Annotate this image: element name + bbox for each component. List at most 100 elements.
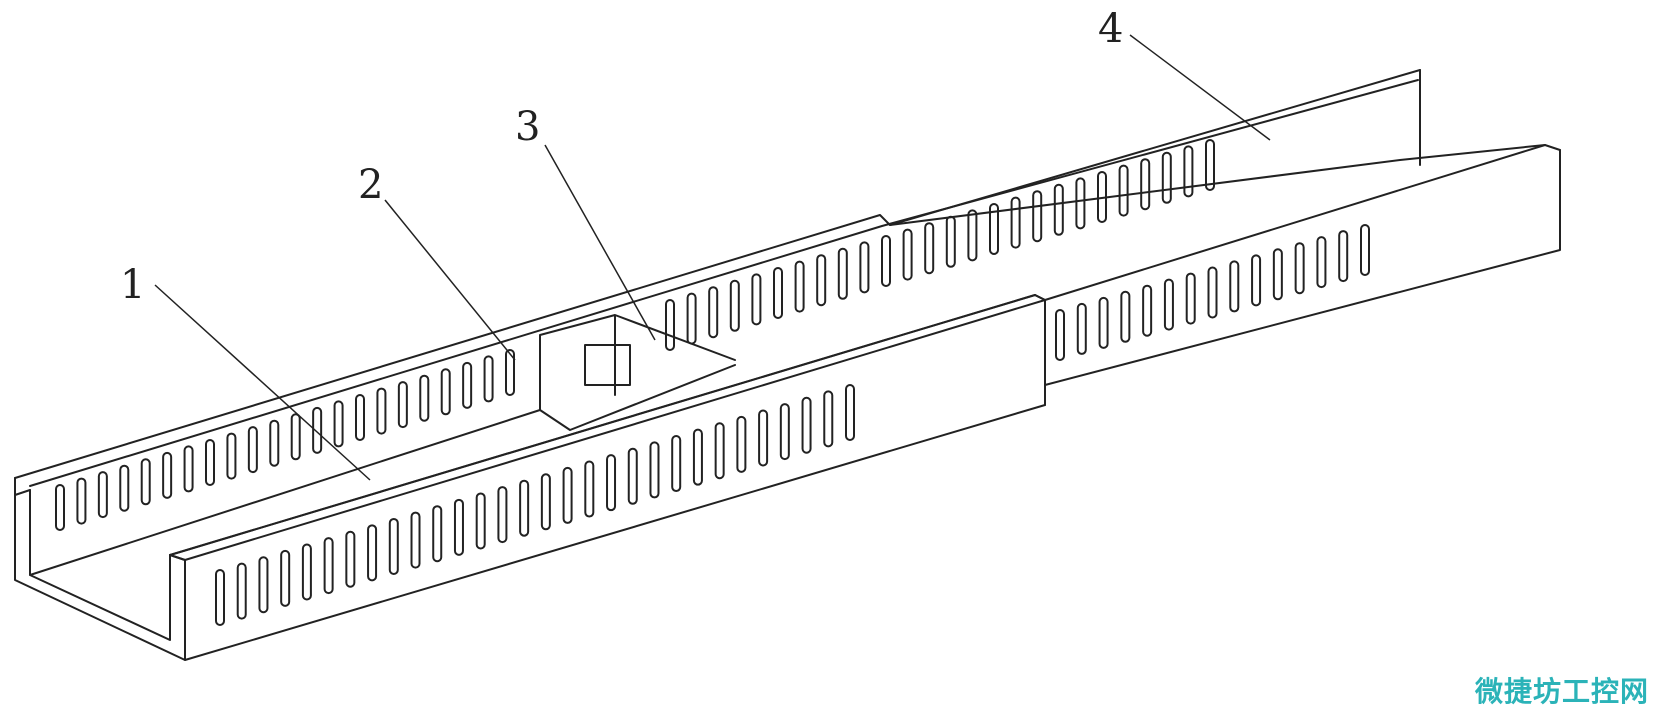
back-wall-slot [1118,164,1129,217]
front-wall-slot [410,511,421,569]
back-wall-slot [205,439,215,486]
back-wall-slot [967,209,978,262]
front-wall-slot [606,454,617,512]
front-wall-slot [714,422,725,480]
front-wall-slot [1360,224,1370,276]
watermark-logo: 微捷坊工控网 [1475,675,1650,708]
back-wall-slot [1205,139,1215,191]
back-wall-slot [333,400,344,448]
front-wall-slot [1120,290,1131,343]
front-wall-slot [280,549,291,607]
front-wall-slot [649,441,660,499]
front-wall-slot [584,460,595,518]
front-wall-slot [779,403,790,461]
back-wall-slot [419,374,430,422]
back-wall-slot [483,355,494,403]
back-wall-slot [505,349,515,396]
front-wall-slot [1207,266,1218,319]
back-wall-slot [902,228,913,281]
back-wall-slot [183,445,194,493]
front-wall-slot [497,486,508,544]
left-end-profile [14,477,186,661]
front-wall-slot [1142,284,1153,337]
coupler-frame [539,314,736,431]
callout-1: 1 [120,262,145,308]
back-wall-slot [686,292,697,345]
back-wall-slot [440,368,451,416]
back-wall-slot [397,381,408,429]
front-wall-bottom [184,404,1046,661]
front-wall-slot [453,498,464,556]
front-wall-slot [845,384,855,441]
back-wall-slot [1010,196,1021,249]
back-wall-top-edge-inner [29,79,1419,487]
front-wall-slot [519,479,530,537]
back-wall-slot [247,426,258,474]
back-wall-slot [140,458,151,506]
back-wall-slot [859,241,870,294]
back-wall-slot [773,267,783,319]
front-wall-slot [432,505,443,563]
front-wall-slot [1229,260,1240,313]
front-wall-slot [345,530,356,588]
back-wall-slot [1161,151,1172,204]
front-wall-slot [301,543,312,601]
front-wall-slot [1163,278,1174,331]
front-wall-top [169,294,1046,556]
front-wall-slot [258,556,269,614]
leader-3 [544,144,656,341]
leader-2 [384,199,516,361]
front-wall-slot [367,524,378,582]
front-wall-slot [1076,302,1087,355]
front-wall-slot [823,390,834,448]
tray4-floor-edge [889,144,1546,226]
front-wall-slot [627,447,638,505]
back-wall-slot [751,273,762,326]
front-wall-slot [671,435,682,493]
back-wall-slot [816,254,827,307]
back-wall-slot [355,394,365,441]
front-wall-slot [1316,236,1327,289]
front-wall-slot [323,537,334,595]
back-wall-slot [881,235,891,287]
coupler-block [584,344,631,386]
front-wall-slot [1185,272,1196,325]
tray4-front-bottom [1044,149,1561,386]
callout-3: 3 [515,104,540,150]
back-wall-slot [945,215,956,268]
front-wall-slot [236,562,247,620]
front-wall-slot [1098,296,1109,349]
front-wall-slot [1055,309,1065,361]
back-wall-slot [989,203,999,255]
back-wall-slot [119,464,130,512]
front-wall-slot [1338,230,1349,283]
back-wall-slot [290,413,301,461]
back-wall-slot [55,484,65,531]
back-wall-slot [794,260,805,313]
back-wall-slot [226,432,237,480]
tray4-front-top [1044,144,1561,301]
back-wall-slot [269,419,280,467]
back-wall-slot [97,471,108,519]
front-wall-slot [1294,242,1305,295]
back-wall-slot [1097,171,1107,223]
back-wall-slot [729,279,740,332]
front-wall-slot [388,517,399,575]
back-wall-slot [462,361,473,409]
front-wall-slot [801,396,812,454]
back-wall-slot [1075,177,1086,230]
front-wall-lip [169,299,1046,561]
front-wall-slot [475,492,486,550]
leader-1 [154,284,371,481]
back-wall-slot [312,406,323,454]
front-wall-slot [1272,248,1283,301]
back-wall-slot [1183,145,1194,198]
leader-4 [1129,34,1271,141]
back-wall-slot [1140,158,1151,211]
back-wall-slot [376,387,387,435]
front-wall-slot [1251,254,1262,307]
back-wall-slot [76,477,87,525]
back-wall-slot [837,247,848,300]
